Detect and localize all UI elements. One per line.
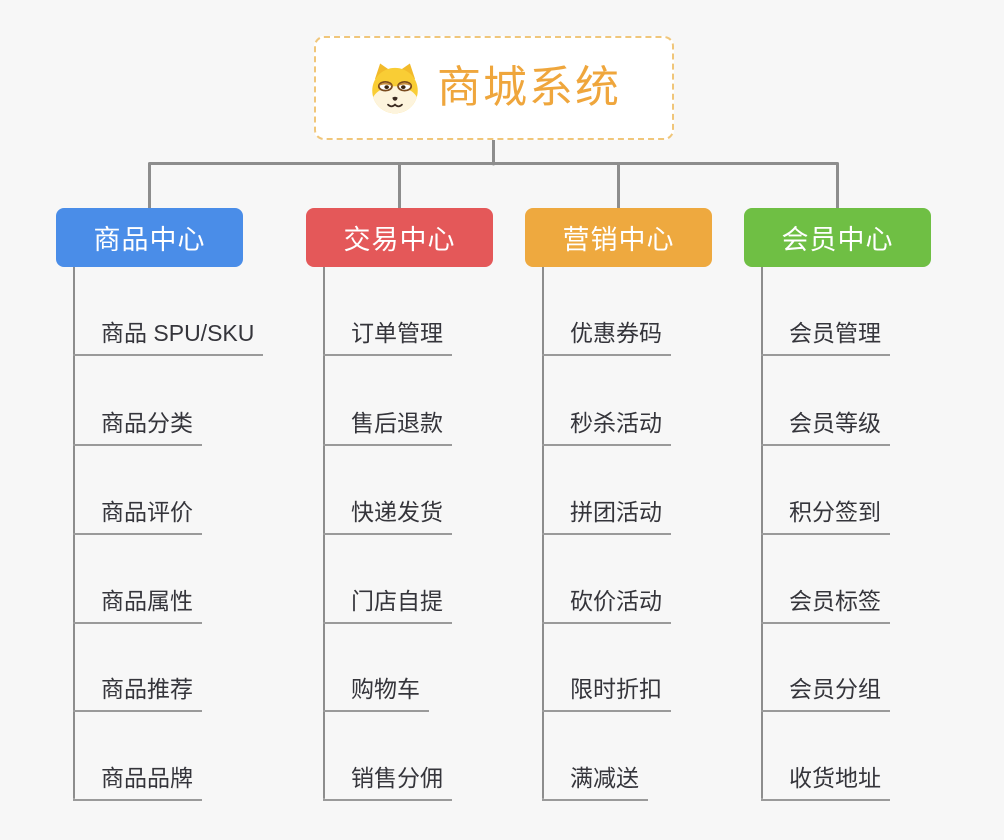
- shiba-dog-icon: [367, 60, 423, 116]
- root-node[interactable]: 商城系统: [314, 36, 674, 140]
- leaf-node[interactable]: 购物车: [323, 670, 429, 712]
- leaf-node[interactable]: 秒杀活动: [542, 404, 671, 446]
- leaf-node[interactable]: 门店自提: [323, 582, 452, 624]
- leaf-node[interactable]: 满减送: [542, 759, 648, 801]
- leaf-node[interactable]: 会员管理: [761, 314, 890, 356]
- root-title: 商城系统: [437, 63, 621, 112]
- branch-header-marketing[interactable]: 营销中心: [525, 208, 712, 267]
- leaf-node[interactable]: 销售分佣: [323, 759, 452, 801]
- leaf-node[interactable]: 优惠券码: [542, 314, 671, 356]
- leaf-node[interactable]: 收货地址: [761, 759, 890, 801]
- leaf-node[interactable]: 售后退款: [323, 404, 452, 446]
- leaf-node[interactable]: 商品评价: [73, 493, 202, 535]
- leaf-node[interactable]: 会员等级: [761, 404, 890, 446]
- leaf-node[interactable]: 快递发货: [323, 493, 452, 535]
- leaf-node[interactable]: 会员标签: [761, 582, 890, 624]
- branch-header-member[interactable]: 会员中心: [744, 208, 931, 267]
- leaf-node[interactable]: 商品品牌: [73, 759, 202, 801]
- leaf-node[interactable]: 商品 SPU/SKU: [73, 314, 264, 356]
- leaf-node[interactable]: 商品分类: [73, 404, 202, 446]
- leaf-node[interactable]: 商品推荐: [73, 670, 202, 712]
- branch-header-trade[interactable]: 交易中心: [306, 208, 493, 267]
- leaf-node[interactable]: 订单管理: [323, 314, 452, 356]
- leaf-node[interactable]: 会员分组: [761, 670, 890, 712]
- leaf-node[interactable]: 拼团活动: [542, 493, 671, 535]
- leaf-node[interactable]: 砍价活动: [542, 582, 671, 624]
- branch-header-goods[interactable]: 商品中心: [56, 208, 243, 267]
- leaf-node[interactable]: 商品属性: [73, 582, 202, 624]
- leaf-node[interactable]: 限时折扣: [542, 670, 671, 712]
- leaf-node[interactable]: 积分签到: [761, 493, 890, 535]
